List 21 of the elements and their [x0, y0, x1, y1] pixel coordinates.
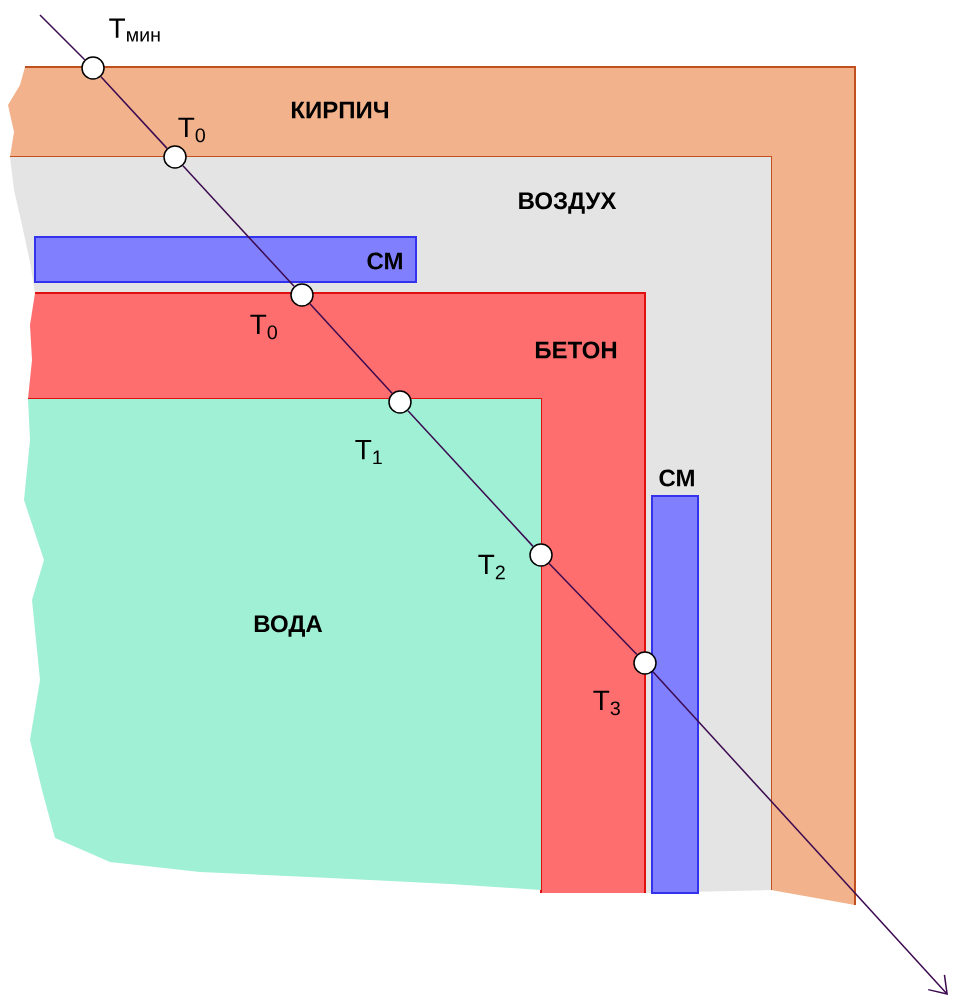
- point-label: T$_{0}$: [178, 117, 205, 143]
- line: [39, 14, 86, 61]
- point-marker: [633, 651, 657, 675]
- point-label: T$_{3}$: [593, 690, 620, 716]
- insulation-bar: СМ: [651, 469, 699, 894]
- line: [548, 562, 638, 656]
- point-label: T$_{2}$: [478, 554, 505, 580]
- point-marker: [290, 283, 314, 307]
- point-marker: [529, 543, 553, 567]
- point-label: T$_{мин}$: [109, 18, 160, 42]
- point-marker: [81, 56, 105, 80]
- line: [407, 409, 534, 548]
- point-marker: [388, 390, 412, 414]
- insulation-bar: СМ: [34, 236, 417, 283]
- point-marker: [163, 145, 187, 169]
- line: [309, 302, 393, 395]
- point-label: T$_{0}$: [250, 314, 277, 340]
- line: [100, 75, 168, 150]
- line: [652, 670, 948, 995]
- line: [182, 164, 295, 288]
- point-label: T$_{1}$: [355, 439, 382, 465]
